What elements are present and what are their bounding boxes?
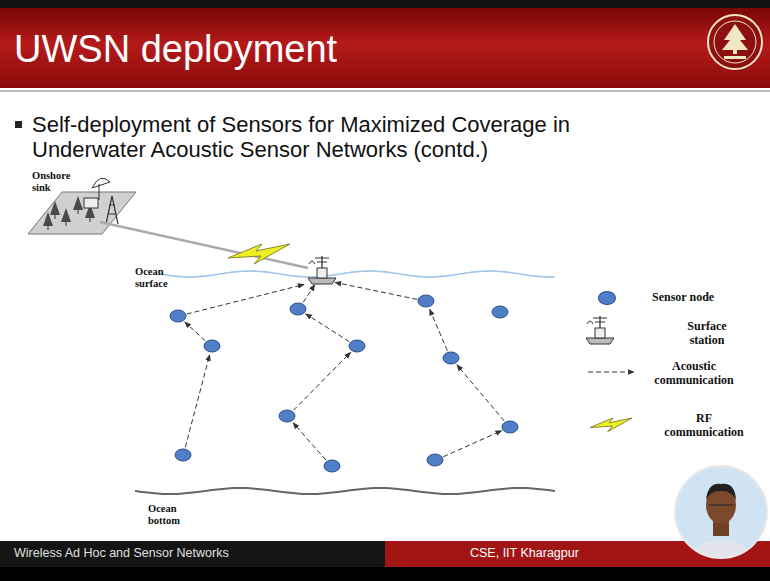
acoustic-link xyxy=(443,431,502,457)
legend-text: Acoustic communication xyxy=(650,360,738,388)
surface-label: Ocean surface xyxy=(135,266,187,289)
institute-logo xyxy=(708,15,762,69)
illustration-part xyxy=(92,178,110,188)
illustration-part xyxy=(106,196,118,224)
illustration-part xyxy=(595,328,605,338)
slide-title: UWSN deployment xyxy=(14,28,337,71)
legend-text: Sensor node xyxy=(652,291,742,305)
sensor-node xyxy=(279,410,295,422)
illustration-part xyxy=(724,56,746,59)
acoustic-link xyxy=(185,355,209,448)
presenter-video xyxy=(670,460,770,581)
sink-label: Onshore sink xyxy=(32,170,84,193)
illustration-part xyxy=(99,184,100,200)
illustration-part xyxy=(315,258,329,262)
surface-station-icon xyxy=(308,256,336,284)
illustration-part xyxy=(309,261,315,264)
illustration-part xyxy=(708,15,762,69)
illustration-part xyxy=(43,212,53,226)
bottom-strip xyxy=(0,567,770,581)
illustration-part xyxy=(586,338,614,344)
legend-text: RF communication xyxy=(660,412,748,440)
sensor-node xyxy=(418,295,434,307)
illustration-part xyxy=(73,196,83,210)
illustration-part xyxy=(61,208,71,222)
acoustic-link xyxy=(293,352,350,410)
illustration-part xyxy=(66,222,67,226)
acoustic-link xyxy=(187,284,304,314)
rf-bolt xyxy=(228,244,290,264)
acoustic-link xyxy=(335,282,417,299)
illustration-part xyxy=(50,201,60,215)
ocean-bottom-line xyxy=(135,488,555,494)
acoustic-link xyxy=(430,309,448,350)
footer-dept: CSE, IIT Kharagpur xyxy=(470,546,670,560)
illustration-part xyxy=(28,192,136,234)
illustration-part xyxy=(55,215,56,219)
footer-left-bar xyxy=(0,541,385,567)
illustration-part xyxy=(48,226,49,230)
sensor-node xyxy=(324,460,340,472)
illustration-part xyxy=(714,21,756,63)
top-strip xyxy=(0,0,770,8)
footer-course: Wireless Ad Hoc and Sensor Networks xyxy=(14,546,374,560)
legend-text: Surface station xyxy=(676,320,738,348)
sensor-node xyxy=(443,352,459,364)
illustration-part xyxy=(722,24,748,50)
legend-station-icon xyxy=(586,316,614,344)
rf-link-line xyxy=(100,222,308,268)
sensor-node xyxy=(349,340,365,352)
sensor-node xyxy=(290,303,306,315)
illustration-part xyxy=(587,321,593,324)
sensor-node xyxy=(175,449,191,461)
sensor-node xyxy=(427,454,443,466)
legend-swatch xyxy=(598,291,616,305)
header-bar xyxy=(0,8,770,88)
illustration-part xyxy=(78,210,79,214)
bullet-text: Self-deployment of Sensors for Maximized… xyxy=(32,112,657,163)
presenter-frame xyxy=(675,466,767,558)
illustration-part xyxy=(317,268,327,278)
sensor-node xyxy=(204,340,220,352)
ocean-surface-line xyxy=(160,271,555,277)
acoustic-link xyxy=(185,322,206,341)
header-rule xyxy=(0,90,770,92)
illustration-part xyxy=(593,318,607,322)
legend-rf-bolt xyxy=(590,418,632,432)
acoustic-link xyxy=(293,423,326,460)
bottom-label: Ocean bottom xyxy=(148,503,200,526)
illustration-part xyxy=(706,484,736,500)
legend-acoustic-arrow xyxy=(588,372,634,373)
illustration-part xyxy=(90,218,91,222)
sensor-node xyxy=(170,310,186,322)
bullet-mark xyxy=(15,121,22,128)
sensor-node xyxy=(492,306,508,318)
acoustic-link xyxy=(306,314,350,342)
illustration-part xyxy=(308,278,336,284)
acoustic-link xyxy=(457,365,504,421)
illustration-part xyxy=(709,504,733,505)
acoustic-link xyxy=(303,285,315,303)
illustration-part xyxy=(84,198,98,208)
sensor-node xyxy=(502,421,518,433)
